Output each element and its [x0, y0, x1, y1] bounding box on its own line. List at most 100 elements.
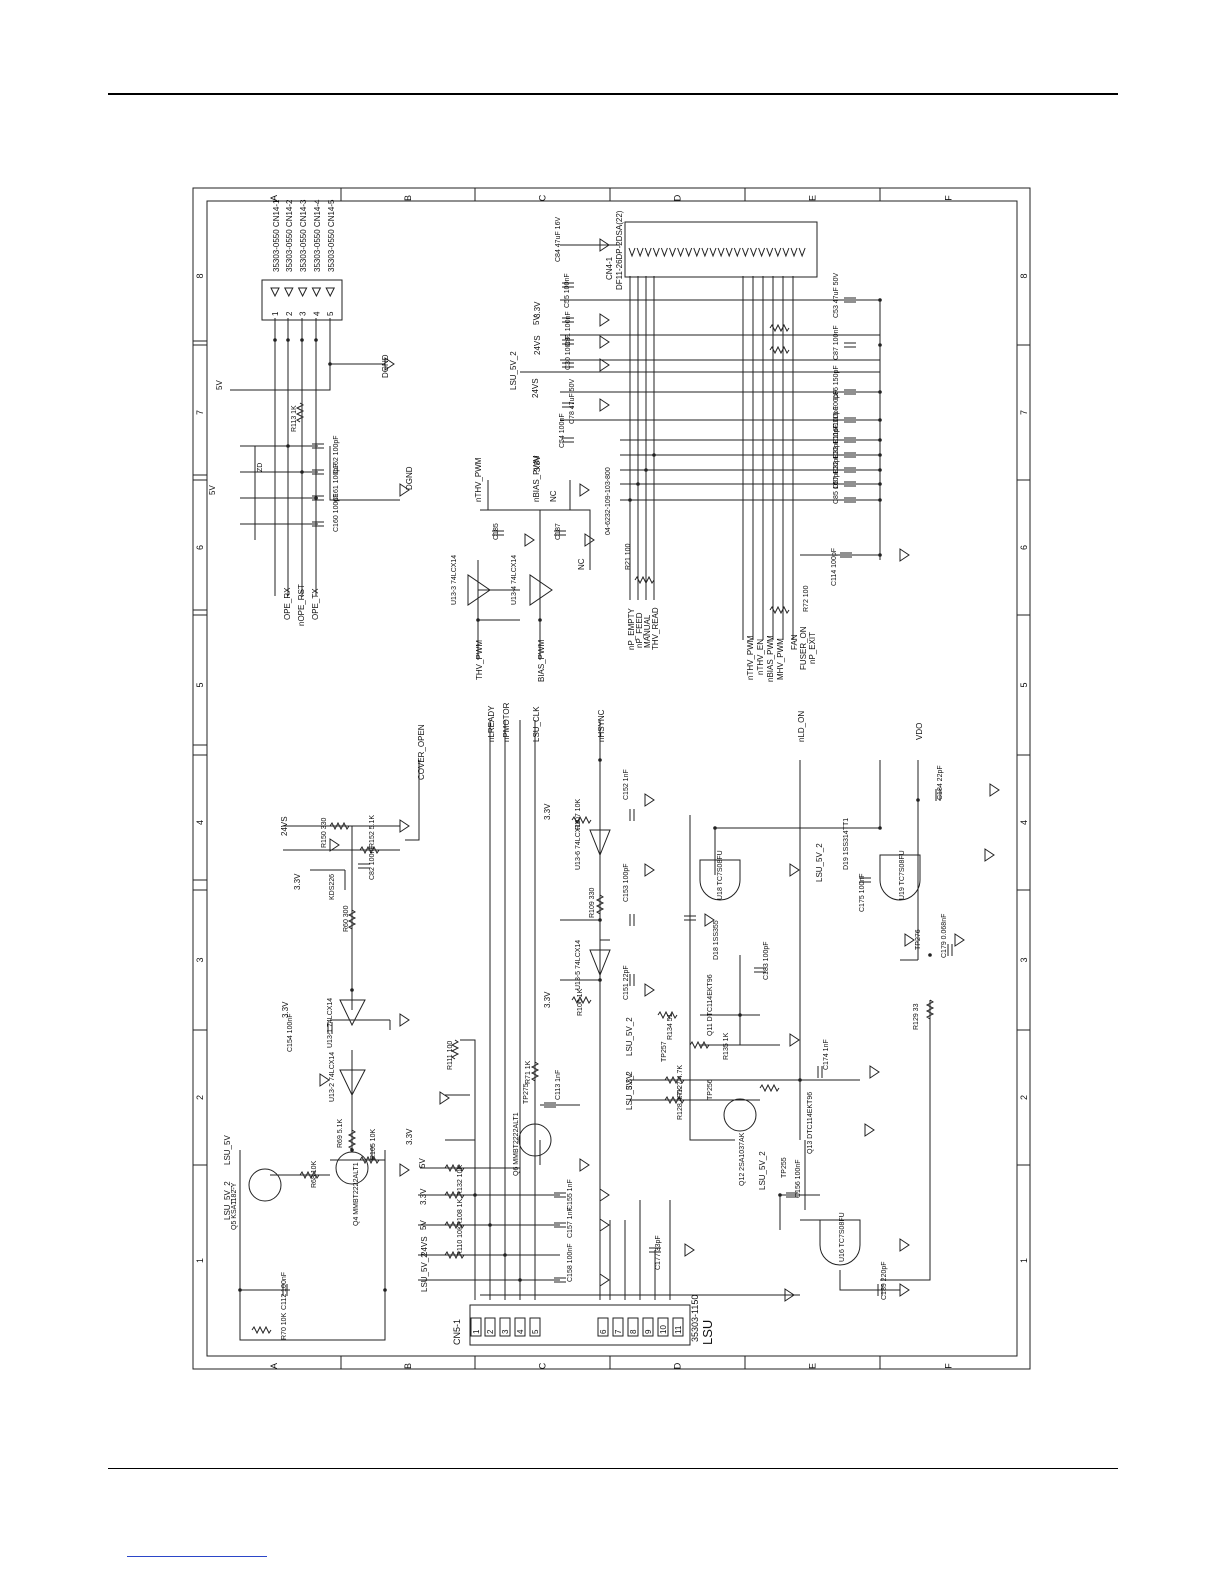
net-pexit: nP_EXIT — [808, 632, 817, 664]
resistor-zigzag — [657, 1010, 678, 1020]
junction-dot — [273, 338, 277, 342]
label-c112: C112 100nF — [281, 1272, 288, 1310]
row-label-right: 7 — [1019, 410, 1029, 415]
junction-dot — [878, 553, 882, 557]
capacitor-symbols — [282, 282, 953, 1296]
junction-dot — [628, 498, 632, 502]
cn5-pin-box — [612, 1317, 624, 1337]
junction-dot — [598, 918, 602, 922]
ground-symbol — [599, 1218, 610, 1232]
net-mhv-pwm: MHV_PWM — [776, 638, 785, 680]
net-bias-pwm: BIAS_PWM — [537, 639, 546, 682]
net-33v-d: 3.3V — [533, 455, 542, 472]
label-c57: C57 100pF — [833, 454, 840, 489]
net-33v-f: 3.3V — [543, 991, 552, 1008]
label-u19: U19 TC7S08FU — [899, 850, 906, 900]
label-c85: C85 100pF — [833, 469, 840, 504]
label-c183: C183 100pF — [763, 941, 770, 980]
net-cover-open: COVER_OPEN — [417, 724, 426, 780]
label-zd: ZD — [257, 463, 264, 472]
ground-symbol — [579, 1158, 590, 1172]
cn14-pin-number: 2 — [285, 311, 294, 316]
cn4-pin-chevron — [652, 247, 660, 258]
header-rule — [108, 93, 1118, 95]
cn4-pin-chevron — [709, 247, 717, 258]
label-c189: C189 220pF — [881, 1261, 888, 1300]
resistor-zigzag — [295, 402, 305, 423]
cn5-pin-box — [514, 1317, 526, 1337]
cn4-pin-chevron — [693, 247, 701, 258]
label-c53: C53 47uF 50V — [833, 273, 840, 318]
net-nbias-pwm-2: nBIAS_PWM — [766, 635, 775, 682]
label-kds: KDS226 — [329, 874, 336, 900]
col-label-bottom: B — [403, 1363, 413, 1369]
wires — [230, 221, 931, 1341]
cn14-pin-symbol — [297, 287, 308, 298]
junction-dot — [314, 338, 318, 342]
label-r109: R109 330 — [589, 888, 596, 918]
row-label-left: 5 — [195, 682, 205, 687]
net-lsu5v: LSU_5V — [223, 1135, 232, 1165]
cn4-pin-chevron — [669, 247, 676, 258]
ground-symbol — [584, 533, 595, 547]
cn5-ref: CN5-1 — [452, 1319, 462, 1345]
junction-dot — [713, 826, 717, 830]
junction-dot — [300, 338, 304, 342]
resistor-zigzag — [769, 323, 790, 333]
label-c156: C156 100nF — [795, 1159, 802, 1198]
junction-dot — [878, 438, 882, 442]
row-label-left: 8 — [195, 273, 205, 278]
label-r111: R111 100 — [447, 1041, 454, 1070]
label-c154: C154 100nF — [287, 1013, 294, 1052]
label-c179: C179 0.068nF — [941, 914, 948, 958]
ground-symbol — [319, 1073, 330, 1087]
ground-symbol — [599, 1188, 610, 1202]
net-5v-d: 5V — [418, 1158, 427, 1168]
net-ope-tx: OPE_TX — [311, 588, 320, 620]
label-c54: C54 100nF — [559, 413, 566, 448]
cn5-pin-box — [499, 1317, 511, 1337]
net-nbias-pwm: nBIAS_PWM — [532, 455, 541, 502]
components — [248, 574, 921, 1346]
net-pmotor: nPMOTOR — [502, 702, 511, 742]
junction-dot — [503, 1253, 507, 1257]
cn4-pin-chevron — [725, 247, 733, 258]
net-thv-en: nTHV_EN — [756, 639, 765, 675]
cn4-pin-chevron — [733, 247, 741, 258]
ground-symbol — [899, 548, 910, 562]
net-24vs-c: 24VS — [420, 1236, 429, 1256]
cn14-pin-number: 5 — [326, 311, 335, 316]
resistor-zigzag — [634, 575, 655, 585]
junction-dot — [878, 298, 882, 302]
junction-dot — [878, 343, 882, 347]
label-q11: Q11 DTC114EKT96 — [707, 974, 714, 1036]
label-r70: R70 10K — [281, 1312, 288, 1340]
row-label-right: 4 — [1019, 820, 1029, 825]
label-tp257: TP257 — [661, 1041, 668, 1062]
cn5-part: 35303-1150 — [690, 1295, 700, 1342]
label-c162: C162 100pF — [333, 435, 340, 474]
ground-symbol — [399, 483, 410, 497]
resistor-zigzag — [444, 1220, 465, 1230]
label-u13-6: U13-6 74LCX14 — [575, 820, 582, 870]
footer-rule — [108, 1468, 1118, 1469]
ground-symbol — [954, 933, 965, 947]
cn5-pin-box — [657, 1317, 669, 1337]
net-33v-g: 3.3V — [625, 1073, 634, 1090]
cn5-pin-number: 6 — [599, 1329, 608, 1334]
resistor-zigzag — [769, 605, 790, 615]
ground-symbol — [904, 933, 915, 947]
junction-dot — [286, 444, 290, 448]
ground-symbol — [704, 913, 715, 927]
resistor-zigzag — [530, 1061, 540, 1082]
label-c32: C32 100pF — [833, 439, 840, 474]
net-nthv-pwm: nTHV_PWM — [474, 457, 483, 502]
cn4-pin-chevron — [677, 247, 685, 258]
label-c151: C151 22pF — [623, 965, 630, 1000]
label-c158: C158 100nF — [567, 1243, 574, 1282]
cn4-pin-chevron — [790, 247, 798, 258]
junction-dot — [878, 390, 882, 394]
label-c155: C155 1nF — [567, 1179, 574, 1210]
label-u13-4: U13-4 74LCX14 — [511, 555, 518, 605]
